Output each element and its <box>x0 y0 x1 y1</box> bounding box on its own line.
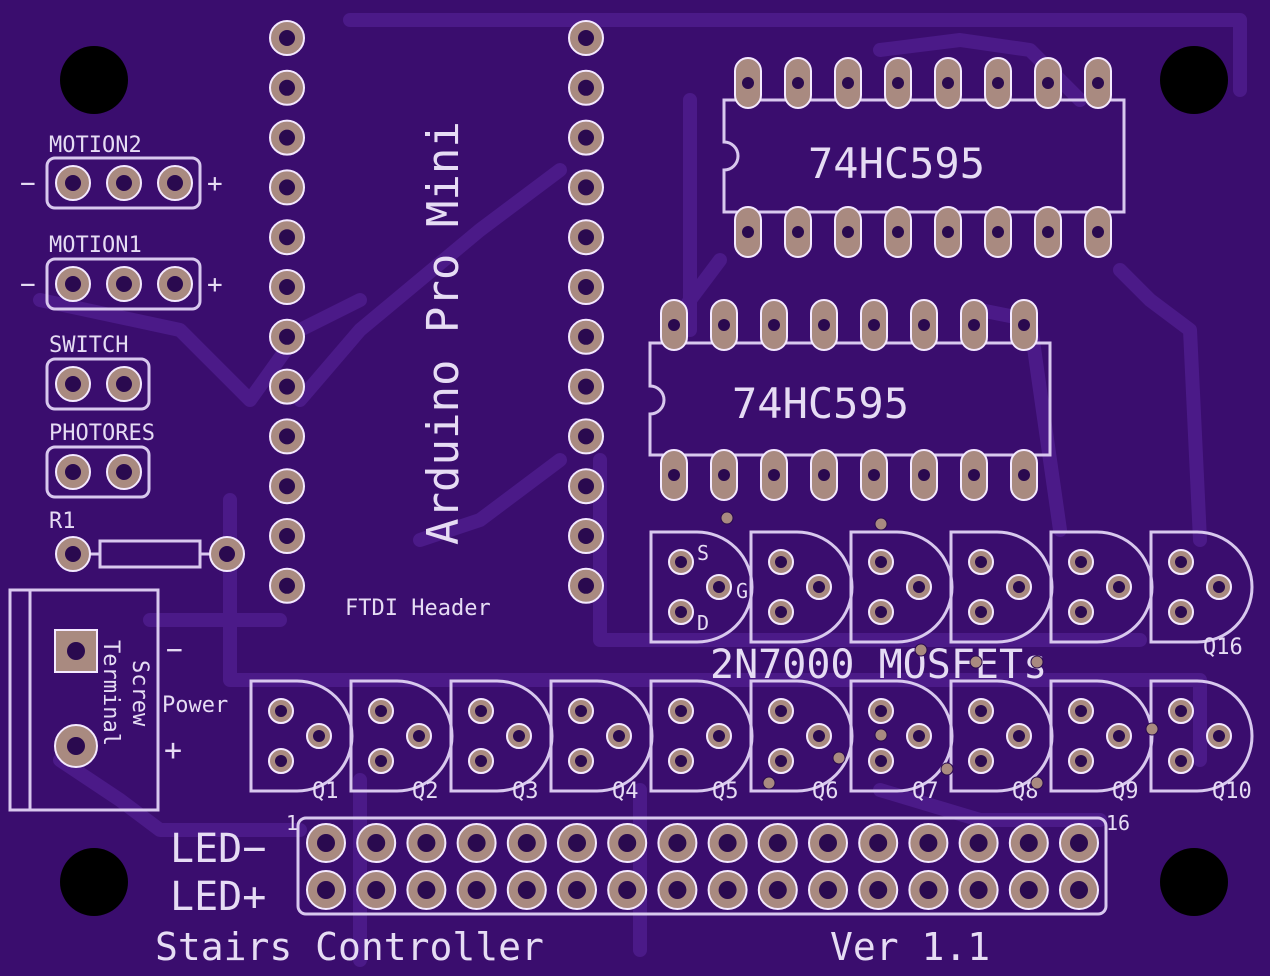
switch-header: SWITCH <box>45 333 151 411</box>
mosfets-bottom-row <box>249 679 1254 793</box>
terminal-plus: + <box>164 733 182 768</box>
mounting-hole <box>1160 46 1228 114</box>
motion1-plus: + <box>207 270 223 300</box>
pin-d-label: D <box>697 611 709 635</box>
motion1-minus: − <box>20 270 36 300</box>
r1-label: R1 <box>49 509 76 534</box>
motion2-plus: + <box>207 169 223 199</box>
copper-traces <box>33 13 1247 967</box>
ic-bottom: 74HC595 <box>648 299 1052 501</box>
q16-label: Q16 <box>1203 635 1243 660</box>
arduino-pro-mini <box>269 20 604 604</box>
ftdi-label: FTDI Header <box>345 596 491 621</box>
mosfet <box>1149 530 1254 644</box>
header-start-label: 1 <box>286 811 298 835</box>
mosfet <box>549 679 654 793</box>
transistor-label: Q4 <box>612 779 639 804</box>
mounting-hole <box>60 848 128 916</box>
transistor-label: Q3 <box>512 779 539 804</box>
switch-label: SWITCH <box>49 333 128 358</box>
led-minus-label: LED− <box>170 826 266 872</box>
mosfet <box>749 679 854 793</box>
transistor-label: Q6 <box>812 779 839 804</box>
mosfets-label: 2N7000 MOSFETs <box>710 642 1047 688</box>
screw-terminal: Screw Terminal − + Power <box>8 588 228 812</box>
screw-label: Screw <box>127 660 152 727</box>
mosfets-top-row <box>649 530 1254 644</box>
mounting-hole <box>60 46 128 114</box>
mosfet <box>349 679 454 793</box>
ic2-label: 74HC595 <box>732 379 909 428</box>
motion2-label: MOTION2 <box>49 133 142 158</box>
pin-s-label: S <box>697 541 709 565</box>
led-plus-label: LED+ <box>170 874 266 920</box>
photores-header: PHOTORES <box>45 421 155 499</box>
transistor-label: Q9 <box>1112 779 1139 804</box>
mosfet <box>1049 530 1154 644</box>
mosfet <box>249 679 354 793</box>
mosfet <box>949 679 1054 793</box>
header-end-label: 16 <box>1106 811 1130 835</box>
motion2-header: MOTION2 − + <box>20 133 223 210</box>
motion1-label: MOTION1 <box>49 233 142 258</box>
motion1-header: MOTION1 − + <box>20 233 223 311</box>
mosfet <box>849 530 954 644</box>
transistor-label: Q1 <box>312 779 339 804</box>
transistor-label: Q10 <box>1212 779 1252 804</box>
mosfet <box>649 679 754 793</box>
terminal-label: Terminal <box>98 640 123 746</box>
motion2-minus: − <box>20 169 36 199</box>
arduino-label: Arduino Pro Mini <box>418 121 469 545</box>
board-title: Stairs Controller <box>155 925 544 969</box>
pin-g-label: G <box>736 579 748 603</box>
transistor-label: Q7 <box>912 779 939 804</box>
resistor-r1: R1 <box>49 509 245 572</box>
mosfet <box>1049 679 1154 793</box>
led-header: LED− LED+ 1 16 <box>170 811 1130 920</box>
mounting-hole <box>1160 848 1228 916</box>
vias <box>720 511 1159 790</box>
mosfet <box>649 530 754 644</box>
transistor-label: Q2 <box>412 779 439 804</box>
mosfet <box>749 530 854 644</box>
power-label: Power <box>162 693 228 718</box>
mosfet <box>849 679 954 793</box>
mosfet <box>949 530 1054 644</box>
ic-top: 74HC595 <box>722 57 1126 258</box>
mosfet <box>449 679 554 793</box>
ic1-label: 74HC595 <box>808 139 985 188</box>
terminal-minus: − <box>166 633 183 666</box>
photores-label: PHOTORES <box>49 421 155 446</box>
mosfet <box>1149 679 1254 793</box>
mounting-holes <box>60 46 1228 916</box>
board-version: Ver 1.1 <box>830 925 990 969</box>
transistor-label: Q5 <box>712 779 739 804</box>
